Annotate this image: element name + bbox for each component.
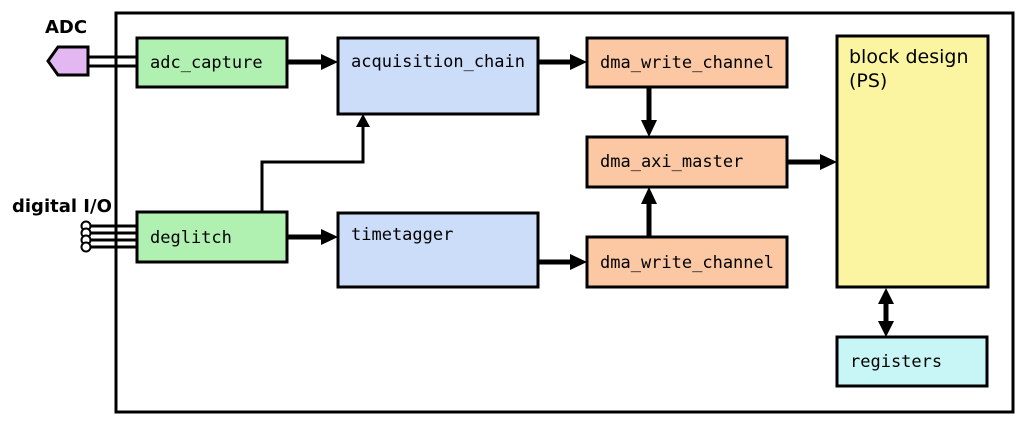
dma-write-channel-bottom-block: dma_write_channel	[585, 235, 789, 289]
arrow-block-design-registers-bidirectional	[878, 288, 894, 337]
arrowhead-up-icon	[878, 288, 894, 304]
dma-write-channel-bottom-label: dma_write_channel	[600, 253, 774, 273]
arrow-dma-write-channel-bottom-to-dma-axi-master	[641, 187, 657, 237]
block-design-ps-label-line1: block design	[849, 46, 968, 68]
arrow-deglitch-to-acquisition-chain	[260, 114, 370, 212]
arrowhead-up-icon	[356, 114, 370, 127]
dma-write-channel-top-label: dma_write_channel	[600, 53, 774, 73]
arrowhead-down-icon	[641, 120, 657, 137]
registers-block: registers	[835, 335, 989, 388]
arrow-adc-capture-to-acquisition-chain	[287, 54, 338, 70]
timetagger-block: timetagger	[336, 211, 540, 289]
outer-boundary-box	[114, 11, 1015, 414]
deglitch-label: deglitch	[150, 228, 232, 248]
arrowhead-right-icon	[321, 54, 338, 70]
arrow-dma-write-channel-top-to-dma-axi-master	[641, 87, 657, 137]
arrowhead-right-icon	[820, 154, 837, 170]
registers-label: registers	[850, 352, 942, 372]
digital-io-label: digital I/O	[12, 196, 112, 217]
arrow-deglitch-to-timetagger	[287, 229, 338, 245]
acquisition-chain-box	[336, 36, 540, 116]
digital-io-wires	[80, 220, 137, 253]
timetagger-box	[336, 211, 540, 289]
arrow-dma-axi-master-to-block-design	[787, 154, 837, 170]
block-design-ps-label-line2: (PS)	[849, 70, 887, 92]
arrow-timetagger-to-dma-write-channel	[538, 254, 587, 270]
adc-bus-lines	[88, 55, 137, 68]
adc-label: ADC	[45, 17, 87, 38]
arrowhead-up-icon	[641, 187, 657, 204]
dma-write-channel-top-block: dma_write_channel	[585, 36, 789, 89]
registers-box	[835, 335, 989, 388]
adc-capture-block: adc_capture	[135, 36, 289, 89]
arrowhead-right-icon	[570, 54, 587, 70]
acquisition-chain-block: acquisition_chain	[336, 36, 540, 116]
adc-capture-label: adc_capture	[150, 53, 263, 73]
acquisition-chain-label: acquisition_chain	[351, 52, 525, 72]
arrowhead-right-icon	[570, 254, 587, 270]
arrow-elbow-stem	[260, 126, 365, 212]
deglitch-box	[135, 210, 289, 264]
arrow-acquisition-chain-to-dma-write-channel	[538, 54, 587, 70]
dma-axi-master-label: dma_axi_master	[600, 152, 743, 172]
dma-axi-master-box	[585, 135, 789, 189]
dma-axi-master-block: dma_axi_master	[585, 135, 789, 189]
deglitch-block: deglitch	[135, 210, 289, 264]
digital-io-pin-4	[80, 241, 92, 253]
arrowhead-right-icon	[321, 229, 338, 245]
arrowhead-down-icon	[878, 321, 894, 337]
adc-capture-box	[135, 36, 289, 89]
adc-port-icon	[46, 45, 90, 77]
dma-write-channel-top-box	[585, 36, 789, 89]
block-design-ps-box	[835, 34, 990, 289]
timetagger-label: timetagger	[351, 225, 453, 245]
block-design-ps-block: block design (PS)	[835, 34, 990, 289]
